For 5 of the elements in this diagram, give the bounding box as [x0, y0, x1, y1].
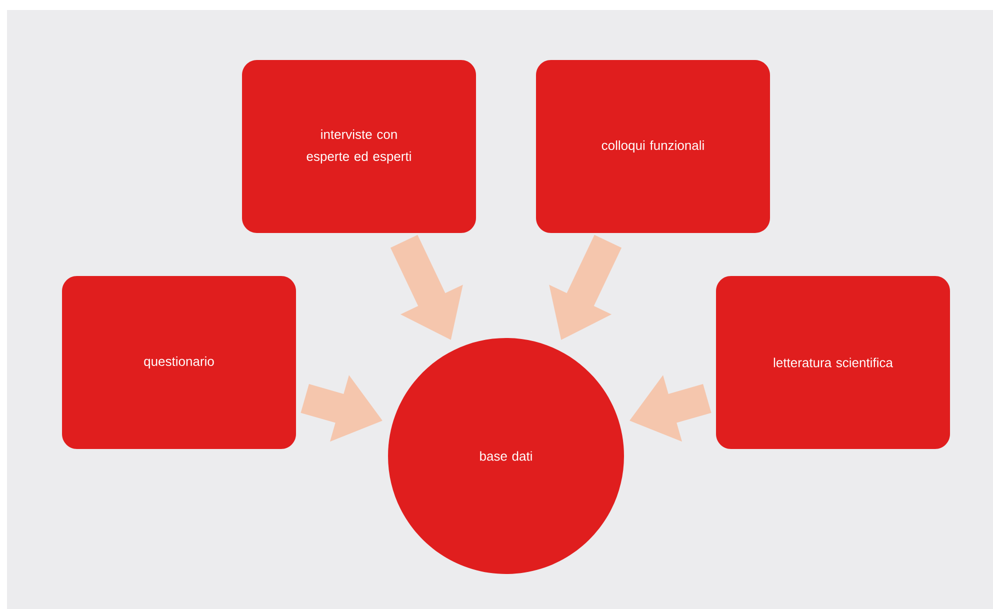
circle-node: base dati	[388, 338, 624, 574]
process-box: colloqui funzionali	[536, 60, 770, 233]
process-box: interviste con esperte ed esperti	[242, 60, 476, 233]
process-box: questionario	[62, 276, 296, 449]
process-box: letteratura scientifica	[716, 276, 950, 449]
